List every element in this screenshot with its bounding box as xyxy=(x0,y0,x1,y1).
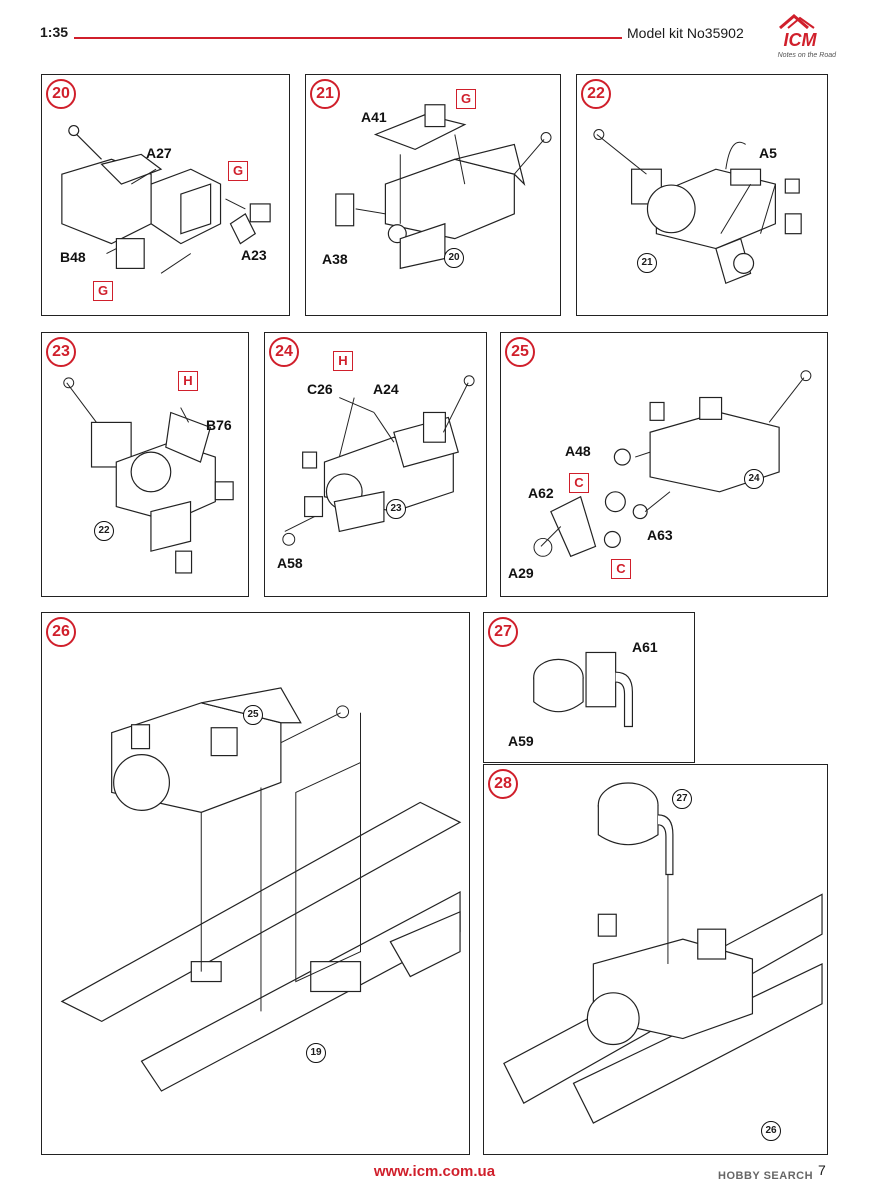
ref-step-26: 26 xyxy=(761,1121,781,1141)
step-26-number: 26 xyxy=(46,617,76,647)
step-23-drawing xyxy=(63,377,234,574)
step-27-panel: 27 A61 A59 xyxy=(483,612,695,763)
logo-text: ICM xyxy=(783,30,817,50)
part-a63: A63 xyxy=(647,527,673,543)
step-25-drawing xyxy=(533,370,812,558)
step-24-drawing xyxy=(282,375,475,546)
ref-step-27: 27 xyxy=(672,789,692,809)
tag-c-lower: C xyxy=(611,559,631,579)
ref-step-24: 24 xyxy=(744,469,764,489)
ref-step-19: 19 xyxy=(306,1043,326,1063)
step-22-panel: 22 A5 21 xyxy=(576,74,828,316)
ref-step-23: 23 xyxy=(386,499,406,519)
part-a41: A41 xyxy=(361,109,387,125)
step-24-number: 24 xyxy=(269,337,299,367)
ref-step-20: 20 xyxy=(444,248,464,268)
header-rule xyxy=(74,37,622,39)
step-21-panel: 21 A41 A38 G 20 xyxy=(305,74,561,316)
page-number: 7 xyxy=(818,1162,826,1178)
step-26-panel: 26 25 19 xyxy=(41,612,470,1155)
step-23-panel: 23 B76 H 22 xyxy=(41,332,249,597)
tag-c-upper: C xyxy=(569,473,589,493)
part-a48: A48 xyxy=(565,443,591,459)
step-20-number: 20 xyxy=(46,79,76,109)
scale-label: 1:35 xyxy=(40,24,69,40)
step-22-drawing xyxy=(593,129,802,285)
step-22-number: 22 xyxy=(581,79,611,109)
tag-h: H xyxy=(178,371,198,391)
part-a59: A59 xyxy=(508,733,534,749)
tag-h: H xyxy=(333,351,353,371)
step-24-panel: 24 C26 A24 A58 H 23 xyxy=(264,332,487,597)
step-23-number: 23 xyxy=(46,337,76,367)
website-url: www.icm.com.ua xyxy=(373,1163,496,1180)
part-a38: A38 xyxy=(322,251,348,267)
part-a58: A58 xyxy=(277,555,303,571)
part-a23: A23 xyxy=(241,247,267,263)
step-25-number: 25 xyxy=(505,337,535,367)
icm-logo: ICM Notes on the Road xyxy=(764,14,836,64)
part-a24: A24 xyxy=(373,381,399,397)
step-28-drawing xyxy=(503,782,823,1124)
logo-tagline: Notes on the Road xyxy=(777,52,836,59)
step-26-drawing xyxy=(60,687,462,1092)
step-21-number: 21 xyxy=(310,79,340,109)
tag-g-lower: G xyxy=(93,281,113,301)
step-27-number: 27 xyxy=(488,617,518,647)
part-a27: A27 xyxy=(146,145,172,161)
step-27-drawing xyxy=(533,651,634,728)
ref-step-21: 21 xyxy=(637,253,657,273)
ref-step-25: 25 xyxy=(243,705,263,725)
tag-g: G xyxy=(456,89,476,109)
ref-step-22: 22 xyxy=(94,521,114,541)
kit-number: Model kit No35902 xyxy=(627,25,744,41)
step-28-panel: 28 27 26 xyxy=(483,764,828,1155)
part-a62: A62 xyxy=(528,485,554,501)
part-c26: C26 xyxy=(307,381,333,397)
part-b76: B76 xyxy=(206,417,232,433)
part-a61: A61 xyxy=(632,639,658,655)
part-a29: A29 xyxy=(508,565,534,581)
part-a5: A5 xyxy=(759,145,777,161)
step-25-panel: 25 A48 A62 A63 A29 C C 24 xyxy=(500,332,828,597)
step-20-drawing xyxy=(61,124,271,274)
step-20-panel: 20 A27 B48 A23 G G xyxy=(41,74,290,316)
part-b48: B48 xyxy=(60,249,86,265)
hobby-search-watermark: HOBBY SEARCH xyxy=(718,1170,814,1182)
step-28-number: 28 xyxy=(488,769,518,799)
step-21-drawing xyxy=(335,104,552,270)
tag-g-upper: G xyxy=(228,161,248,181)
